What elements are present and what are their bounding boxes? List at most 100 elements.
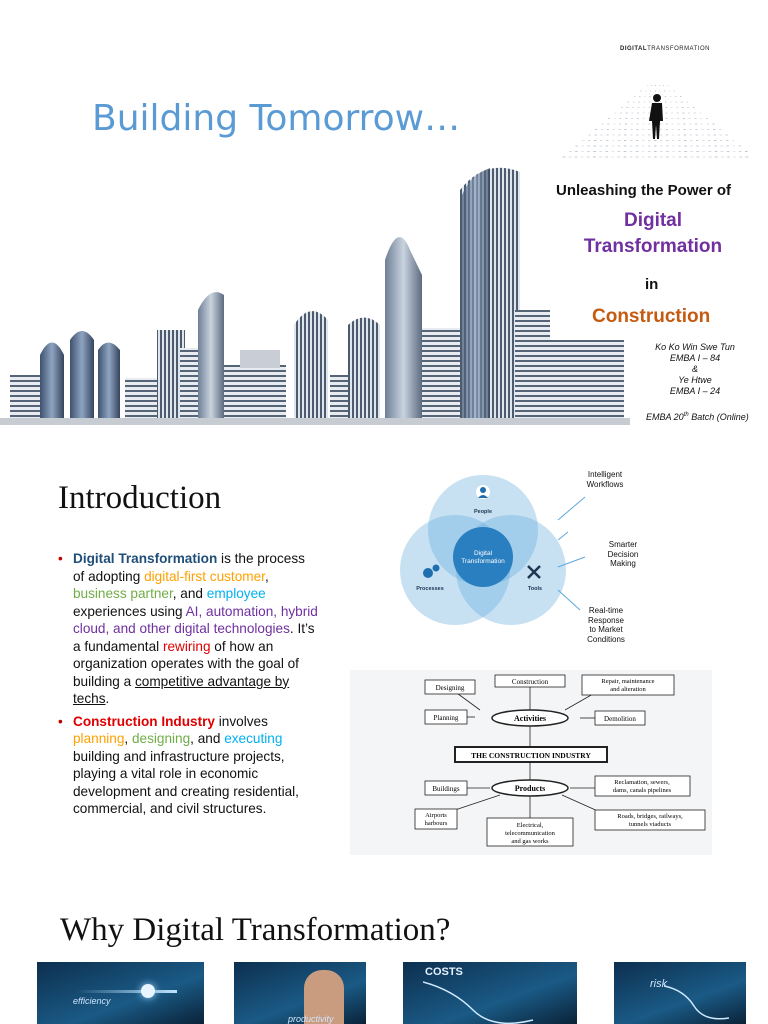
data-dot [660, 145, 663, 147]
data-dot [613, 118, 616, 119]
node-construction: Construction [512, 678, 549, 686]
data-dot [727, 156, 730, 158]
data-dot [642, 140, 645, 141]
data-dot [647, 156, 651, 158]
data-dot [713, 129, 716, 130]
node-products: Products [515, 784, 546, 793]
node-repair: and alteration [610, 686, 646, 693]
data-dot [745, 156, 749, 158]
data-dot [624, 129, 627, 130]
data-dot [732, 145, 736, 147]
data-dot [719, 129, 722, 130]
data-dot [587, 145, 591, 147]
data-dot [660, 151, 663, 152]
down-trend-line-icon [423, 981, 534, 1024]
cover-subtitle: Unleashing the Power of [556, 182, 732, 199]
data-dot [606, 129, 609, 130]
data-dot [659, 90, 661, 92]
data-dot [617, 156, 621, 158]
data-dot [625, 112, 628, 114]
data-dot [654, 145, 657, 147]
slide-why-digital-transformation: Why Digital Transformation? efficiency p… [0, 890, 768, 1024]
data-dot [666, 156, 669, 158]
data-dot [599, 145, 603, 147]
data-dot [721, 156, 724, 158]
data-dot [654, 156, 657, 158]
gears-icon [423, 564, 440, 578]
data-dot [606, 134, 609, 136]
data-dot [696, 156, 700, 158]
node-roads: tunnels viaducts [629, 821, 672, 828]
data-dot [617, 145, 621, 147]
data-dot [690, 151, 694, 152]
data-dot [665, 118, 668, 119]
thumbnail-efficiency: efficiency [37, 962, 204, 1024]
data-dot [726, 140, 729, 141]
data-dot [607, 123, 610, 125]
construction-industry-diagram: Designing Construction Repair, maintenan… [350, 670, 712, 855]
data-dot [672, 156, 675, 158]
data-dot [641, 151, 645, 152]
data-dot [636, 118, 639, 119]
data-dot [625, 118, 628, 119]
data-dot [707, 134, 710, 136]
data-dot [671, 112, 673, 114]
data-dot [647, 145, 651, 147]
bullet-icon: • [58, 713, 63, 729]
data-dot [676, 107, 679, 108]
data-dot [673, 90, 675, 92]
people-icon [476, 485, 490, 499]
data-dot [669, 96, 672, 97]
thumbnail-productivity: productivity [234, 962, 366, 1024]
bullet-construction-industry: • Construction Industry involves plannin… [58, 713, 299, 817]
node-activities: Activities [514, 714, 546, 723]
data-dot [684, 140, 687, 141]
data-dot [647, 85, 649, 86]
data-dot [694, 118, 697, 119]
data-dot [720, 145, 723, 147]
data-dot [714, 145, 717, 147]
data-dot [690, 156, 694, 158]
data-dot [670, 107, 673, 108]
data-dot [651, 85, 653, 86]
data-dot [666, 140, 669, 141]
in-word: in [645, 276, 659, 293]
data-dot [745, 151, 748, 152]
data-dot [642, 118, 645, 119]
data-dot [696, 140, 699, 141]
data-dot [613, 123, 616, 125]
hand-icon [304, 970, 344, 1024]
venn-label-people: People [474, 509, 492, 515]
data-dot [623, 151, 627, 152]
author-line: EMBA I – 24 [669, 386, 721, 396]
slide-introduction: Introduction • Digital Transformation is… [0, 440, 768, 880]
data-dot [689, 134, 693, 136]
data-dot [575, 145, 579, 147]
data-dot [660, 134, 663, 136]
data-dot [637, 107, 640, 108]
data-dot [623, 145, 627, 147]
data-dot [635, 156, 639, 158]
data-dot [612, 129, 615, 130]
data-dot [647, 151, 651, 152]
data-dot [665, 134, 669, 136]
venn-label-processes: Processes [416, 586, 444, 592]
data-dot [671, 123, 674, 125]
data-dot [599, 151, 602, 152]
dial-needle-icon [77, 990, 177, 993]
data-dot [638, 101, 640, 103]
venn-center [453, 527, 513, 587]
data-dot [700, 118, 703, 119]
data-dot [581, 145, 585, 147]
data-dot [682, 118, 685, 119]
data-dot [726, 151, 730, 152]
data-dot [659, 123, 662, 125]
data-dot [663, 85, 665, 86]
data-dot [680, 96, 682, 97]
data-dot [618, 140, 621, 141]
data-dot [649, 96, 651, 97]
data-dot [600, 140, 603, 141]
data-dot [618, 134, 621, 136]
data-dot [608, 118, 610, 119]
